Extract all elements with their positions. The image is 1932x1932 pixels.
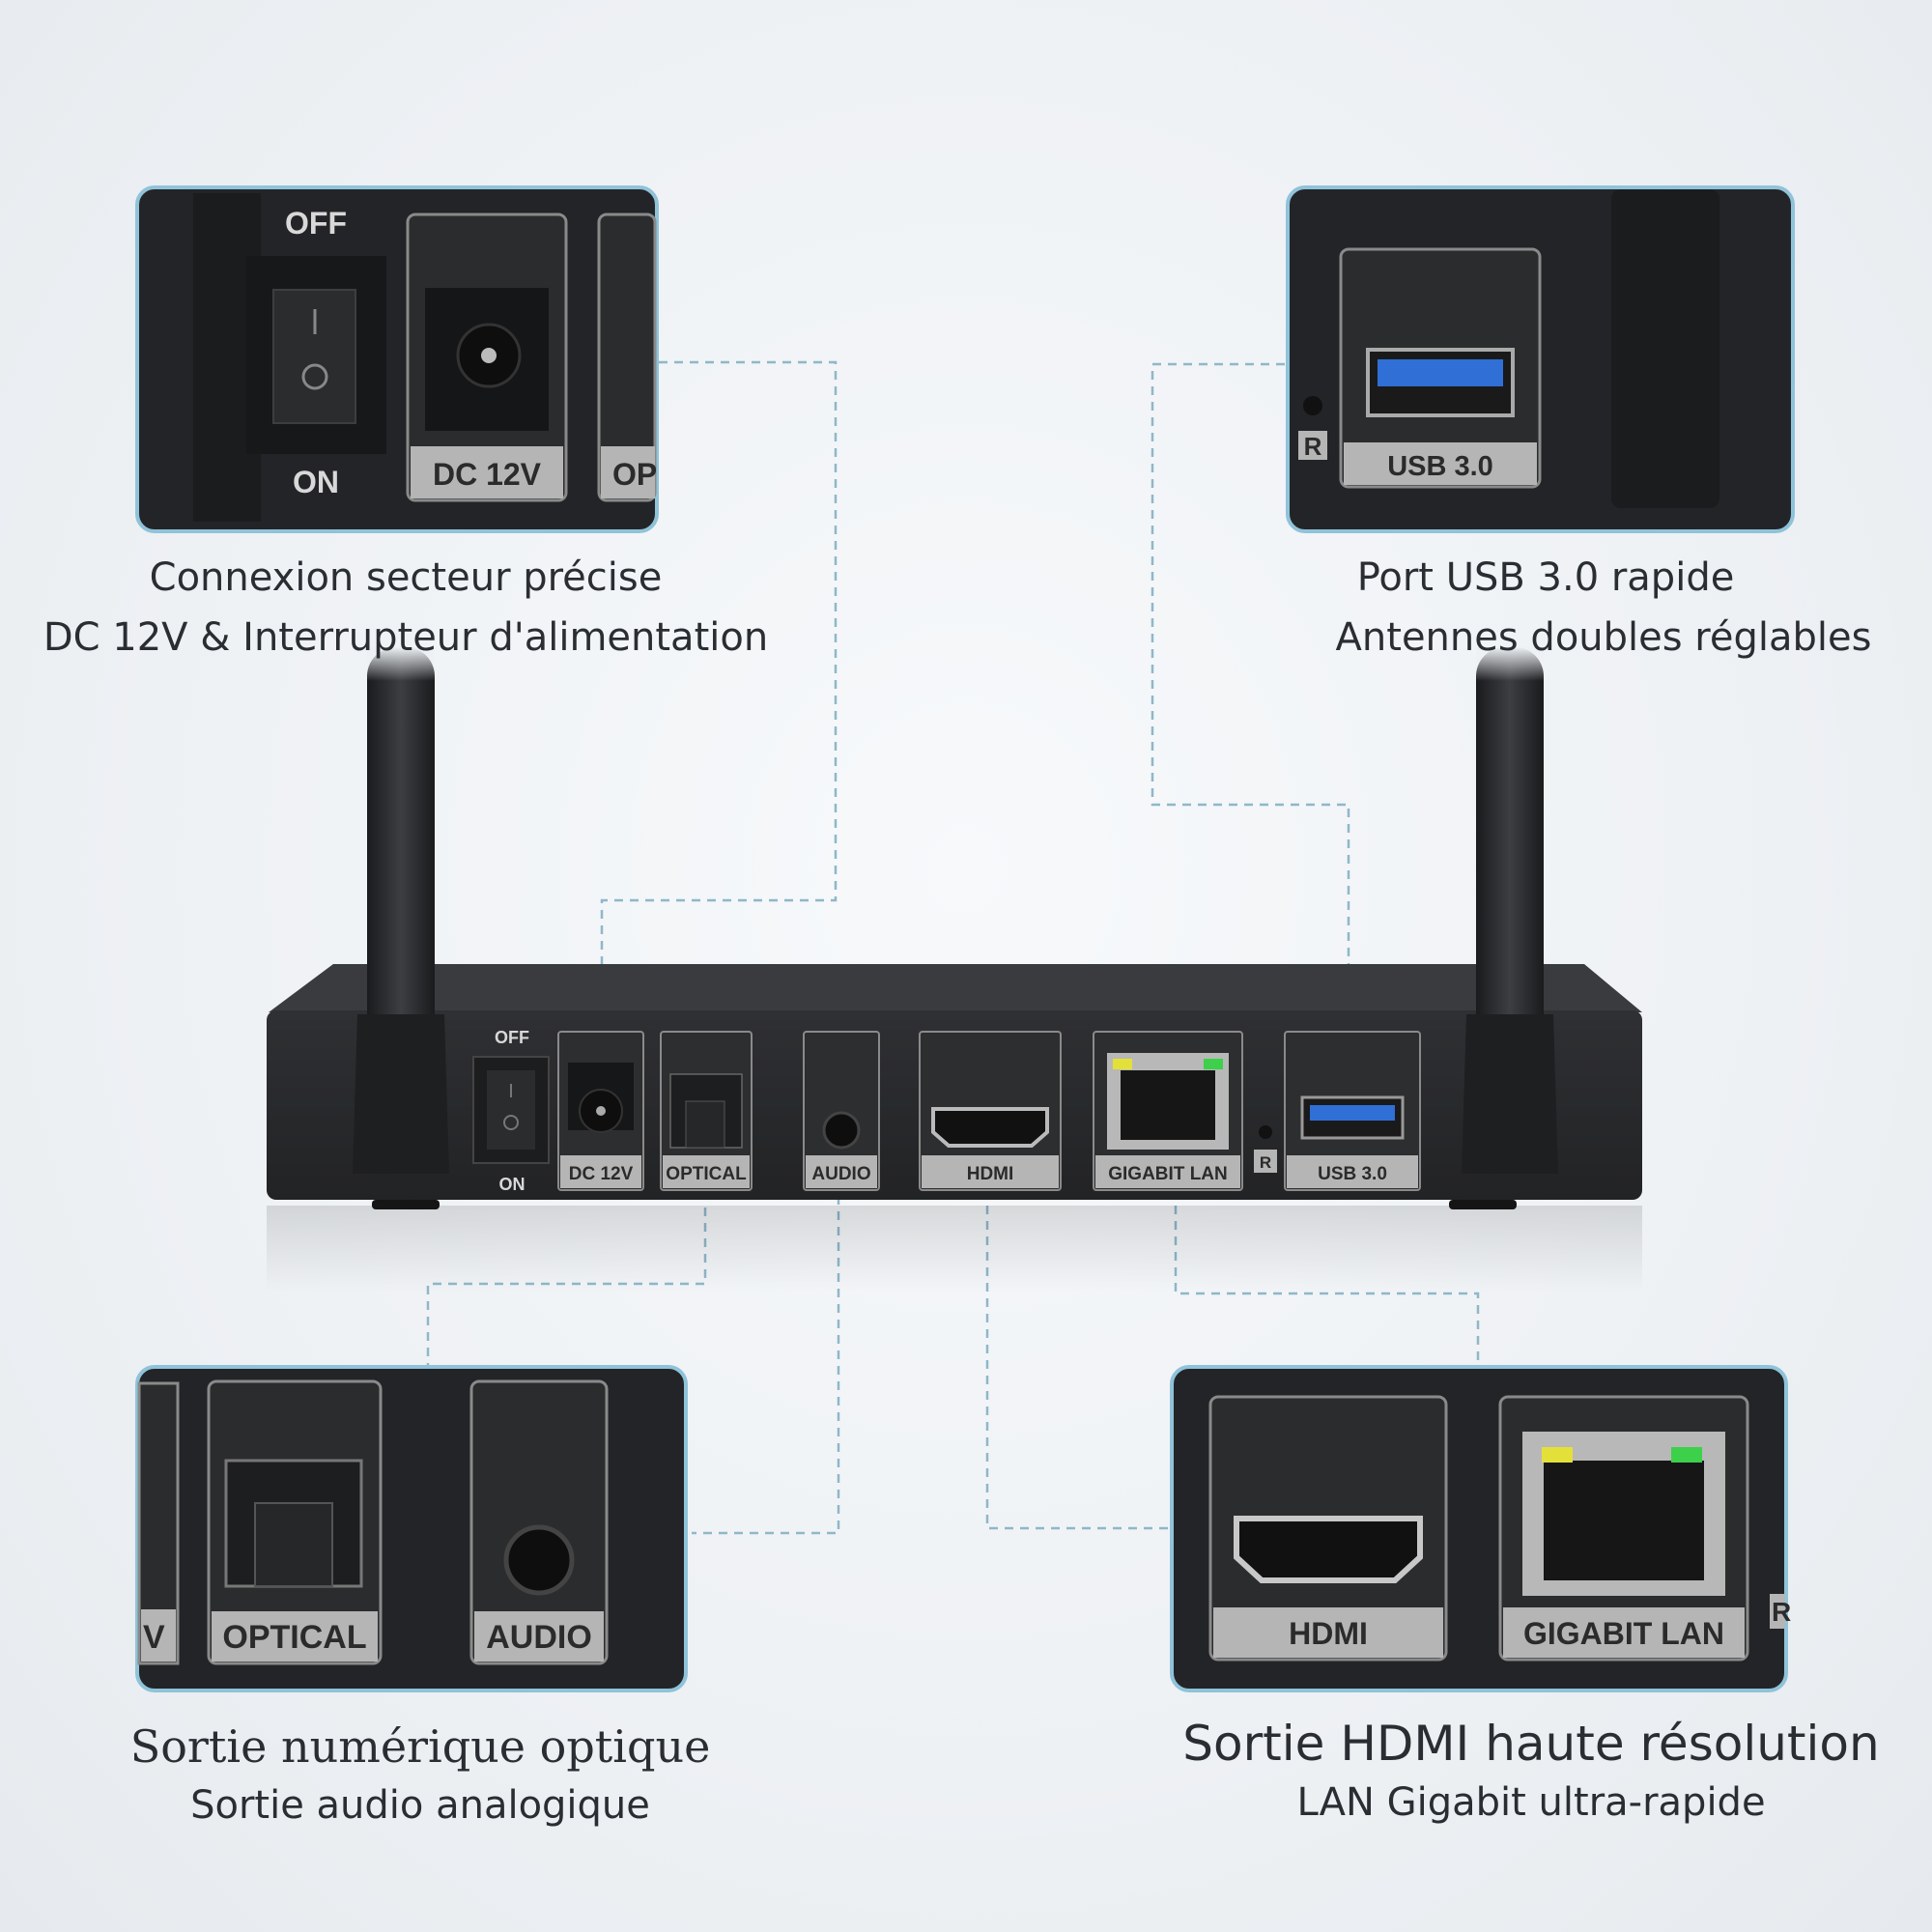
caption-hdmi-line1: Sortie HDMI haute résolution <box>1182 1716 1880 1772</box>
zoom-optical-label: OPTICAL <box>222 1619 366 1656</box>
switch-off-label: OFF <box>495 1028 529 1047</box>
dc-port-label: DC 12V <box>569 1164 634 1184</box>
usb-port[interactable]: USB 3.0 <box>1284 1031 1421 1191</box>
connector-power <box>600 360 838 1072</box>
reset-label: R <box>1260 1153 1271 1172</box>
reset-button[interactable]: R <box>1254 1125 1277 1173</box>
hdmi-port[interactable]: HDMI <box>919 1031 1062 1191</box>
audio-jack-icon <box>822 1111 861 1150</box>
hdmi-port-icon <box>931 1107 1049 1148</box>
zoom-lan-label: GIGABIT LAN <box>1523 1616 1724 1651</box>
zoom-dc-label: DC 12V <box>433 457 542 492</box>
caption-usb-line1: Port USB 3.0 rapide <box>1356 555 1735 600</box>
zoom-partial-port: OP <box>597 213 657 502</box>
connector-lan <box>1174 1206 1480 1366</box>
zoom-dc-port: DC 12V <box>406 213 568 502</box>
optical-port[interactable]: OPTICAL <box>660 1031 753 1191</box>
zoom-hdmi-port: HDMI <box>1208 1395 1448 1662</box>
connector-usb <box>1151 362 1350 1096</box>
caption-hdmi-line2: LAN Gigabit ultra-rapide <box>1296 1780 1766 1825</box>
zoom-audio-partial-label: V <box>143 1619 165 1656</box>
caption-usb-line2: Antennes doubles réglables <box>1335 615 1872 660</box>
audio-port-label: AUDIO <box>811 1164 870 1184</box>
connector-audio <box>692 1196 840 1535</box>
lan-port-label: GIGABIT LAN <box>1108 1164 1228 1184</box>
optical-port-label: OPTICAL <box>666 1164 747 1184</box>
zoom-partial-label: OP <box>612 457 657 492</box>
zoom-hdmi-label: HDMI <box>1289 1616 1368 1651</box>
zoom-reset-label: R <box>1304 432 1322 461</box>
caption-audio-line2: Sortie audio analogique <box>190 1783 650 1828</box>
caption-power-line1: Connexion secteur précise <box>149 555 663 600</box>
power-switch[interactable]: OFF ON <box>472 1028 550 1194</box>
usb-port-label: USB 3.0 <box>1318 1164 1387 1184</box>
hdmi-port-label: HDMI <box>967 1164 1014 1184</box>
switch-on-label: ON <box>499 1175 526 1194</box>
zoom-off-label: OFF <box>285 206 347 241</box>
zoom-audio-port: AUDIO <box>469 1379 609 1665</box>
caption-audio: Sortie numérique optique Sortie audio an… <box>58 1724 782 1825</box>
zoom-audio-jack-icon <box>503 1524 575 1596</box>
zoom-on-label: ON <box>293 465 339 499</box>
caption-audio-line1: Sortie numérique optique <box>129 1720 711 1773</box>
zoom-lan-port: GIGABIT LAN <box>1498 1395 1749 1662</box>
caption-hdmi-lan: Sortie HDMI haute résolution LAN Gigabit… <box>1150 1719 1913 1822</box>
caption-power-line2: DC 12V & Interrupteur d'alimentation <box>43 615 769 660</box>
audio-port[interactable]: AUDIO <box>803 1031 880 1191</box>
zoom-usb-label: USB 3.0 <box>1387 451 1493 482</box>
zoom-usb-port: USB 3.0 <box>1339 247 1542 489</box>
dc-port[interactable]: DC 12V <box>557 1031 644 1191</box>
zoom-hdmi-icon <box>1234 1516 1423 1583</box>
caption-usb: Port USB 3.0 rapide Antennes doubles rég… <box>1294 558 1913 657</box>
left-antenna <box>353 647 449 1174</box>
zoom-hdmi-partial-label: R <box>1772 1597 1791 1627</box>
zoom-audio-label: AUDIO <box>486 1619 592 1656</box>
caption-power: Connexion secteur précise DC 12V & Inter… <box>39 558 773 657</box>
zoom-optical-port: OPTICAL <box>207 1379 383 1665</box>
zoom-power-switch: OFF ON <box>246 206 386 499</box>
zoom-partial-dc: V <box>137 1381 180 1665</box>
lan-port[interactable]: GIGABIT LAN <box>1093 1031 1243 1191</box>
right-antenna <box>1462 647 1558 1174</box>
